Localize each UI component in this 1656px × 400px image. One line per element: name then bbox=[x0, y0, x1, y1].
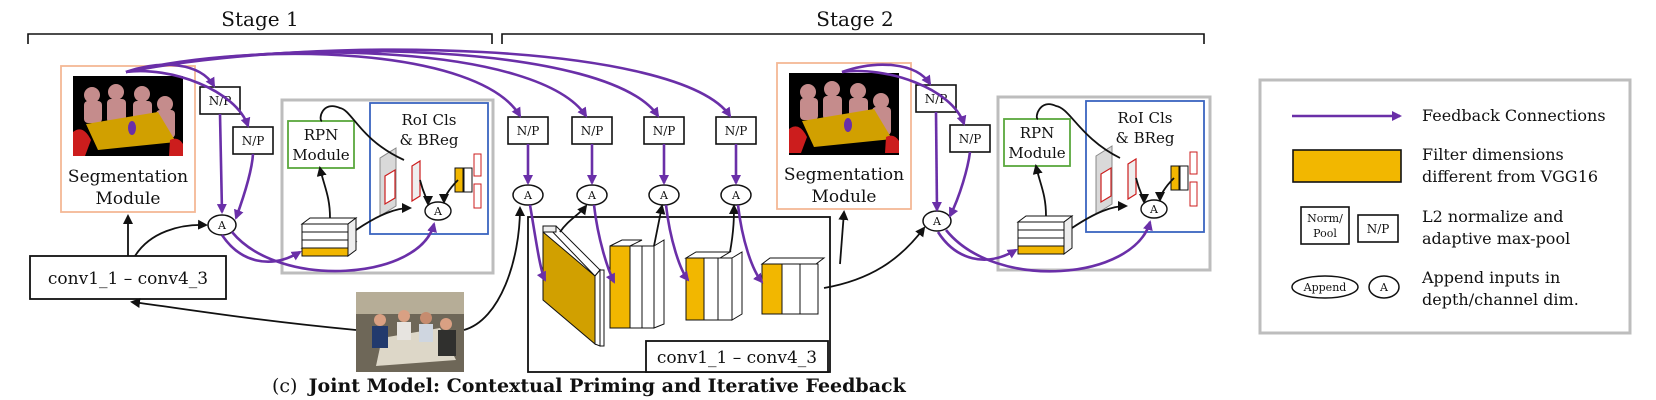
legend-a-ellipse: A bbox=[1368, 275, 1400, 299]
append-node: A bbox=[1140, 199, 1168, 219]
norm-pool-box: N/P bbox=[507, 116, 549, 145]
segmentation-module-1: Segmentation Module bbox=[60, 65, 196, 213]
svg-text:A: A bbox=[433, 205, 443, 218]
input-photo bbox=[356, 292, 464, 372]
feature-stack-2 bbox=[1016, 215, 1074, 255]
segmentation-mask-image bbox=[789, 73, 899, 155]
svg-text:Append: Append bbox=[1303, 281, 1347, 294]
norm-pool-box: N/P bbox=[199, 86, 241, 115]
svg-text:N/P: N/P bbox=[725, 124, 748, 138]
svg-text:A: A bbox=[731, 189, 741, 202]
svg-text:& BReg: & BReg bbox=[1116, 129, 1175, 147]
stage2-brace bbox=[501, 33, 1205, 44]
rpn-module-1: RPN Module bbox=[287, 120, 355, 169]
svg-text:A: A bbox=[659, 189, 669, 202]
norm-pool-box: N/P bbox=[643, 116, 685, 145]
segmentation-module-2: Segmentation Module bbox=[776, 62, 912, 210]
svg-text:A: A bbox=[1379, 281, 1389, 294]
segmentation-label-line1: Segmentation bbox=[68, 167, 188, 187]
forward-connections bbox=[123, 103, 1175, 331]
append-node: A bbox=[720, 184, 752, 206]
legend-append-text-1: Append inputs in bbox=[1421, 268, 1560, 287]
svg-text:Pool: Pool bbox=[1313, 227, 1337, 240]
legend: Feedback Connections Filter dimensions d… bbox=[1258, 78, 1632, 335]
svg-text:A: A bbox=[217, 219, 227, 232]
legend-filter-swatch bbox=[1292, 149, 1402, 183]
svg-text:RoI Cls: RoI Cls bbox=[402, 111, 457, 129]
figure-caption: (c) Joint Model: Contextual Priming and … bbox=[272, 375, 907, 397]
svg-text:N/P: N/P bbox=[653, 124, 676, 138]
roi-pool-layers-2 bbox=[1095, 145, 1198, 215]
svg-text:Norm/: Norm/ bbox=[1307, 212, 1343, 225]
feature-stack-1 bbox=[300, 217, 358, 257]
legend-append-ellipse: Append bbox=[1291, 275, 1359, 299]
svg-text:A: A bbox=[932, 215, 942, 228]
legend-normpool-text-2: adaptive max-pool bbox=[1422, 229, 1570, 248]
svg-text:N/P: N/P bbox=[517, 124, 540, 138]
norm-pool-box: N/P bbox=[915, 84, 957, 113]
segmentation-mask-image bbox=[73, 76, 183, 156]
legend-filter-text-2: different from VGG16 bbox=[1422, 167, 1598, 186]
norm-pool-box: N/P bbox=[232, 126, 274, 155]
svg-text:Module: Module bbox=[292, 146, 349, 164]
svg-text:RPN: RPN bbox=[304, 126, 339, 144]
norm-pool-box: N/P bbox=[571, 116, 613, 145]
append-node: A bbox=[922, 210, 952, 232]
svg-text:N/P: N/P bbox=[959, 132, 982, 146]
legend-normpool-box: Norm/ Pool bbox=[1300, 206, 1350, 245]
svg-text:Module: Module bbox=[1008, 144, 1065, 162]
stage1-brace bbox=[27, 33, 493, 44]
append-node: A bbox=[576, 184, 608, 206]
svg-text:RPN: RPN bbox=[1020, 124, 1055, 142]
backbone-box-2: conv1_1 – conv4_3 bbox=[645, 340, 829, 373]
conv-block-2 bbox=[609, 239, 665, 329]
svg-text:N/P: N/P bbox=[1367, 222, 1390, 236]
svg-text:N/P: N/P bbox=[242, 134, 265, 148]
append-node: A bbox=[512, 184, 544, 206]
segmentation-label-line2: Module bbox=[96, 189, 161, 209]
conv-block-4 bbox=[760, 257, 826, 315]
legend-filter-text-1: Filter dimensions bbox=[1422, 145, 1564, 164]
legend-normpool-text-1: L2 normalize and bbox=[1422, 207, 1564, 226]
segmentation-label-line1: Segmentation bbox=[784, 165, 904, 185]
svg-text:N/P: N/P bbox=[581, 124, 604, 138]
norm-pool-box: N/P bbox=[949, 124, 991, 153]
feedback-connections bbox=[125, 48, 1153, 284]
caption-title: Joint Model: Contextual Priming and Iter… bbox=[307, 375, 907, 397]
legend-append-text-2: depth/channel dim. bbox=[1422, 290, 1579, 309]
backbone-label-2: conv1_1 – conv4_3 bbox=[657, 348, 817, 368]
svg-text:A: A bbox=[1149, 203, 1159, 216]
svg-text:A: A bbox=[587, 189, 597, 202]
legend-feedback-text: Feedback Connections bbox=[1422, 106, 1606, 125]
append-node: A bbox=[648, 184, 680, 206]
segmentation-label-line2: Module bbox=[812, 187, 877, 207]
backbone-box-1: conv1_1 – conv4_3 bbox=[29, 255, 227, 300]
stage2-label: Stage 2 bbox=[816, 7, 893, 31]
rpn-module-2: RPN Module bbox=[1003, 118, 1071, 167]
backbone-label-1: conv1_1 – conv4_3 bbox=[48, 269, 208, 289]
caption-prefix: (c) bbox=[272, 375, 297, 397]
conv-block-3 bbox=[684, 251, 743, 321]
append-node: A bbox=[207, 214, 237, 236]
legend-np-box: N/P bbox=[1357, 214, 1399, 243]
svg-text:A: A bbox=[523, 189, 533, 202]
append-node: A bbox=[424, 201, 452, 221]
roi-pool-layers-1 bbox=[379, 147, 482, 217]
svg-text:RoI Cls: RoI Cls bbox=[1118, 109, 1173, 127]
stage1-label: Stage 1 bbox=[221, 7, 298, 31]
svg-text:& BReg: & BReg bbox=[400, 131, 459, 149]
norm-pool-box: N/P bbox=[715, 116, 757, 145]
